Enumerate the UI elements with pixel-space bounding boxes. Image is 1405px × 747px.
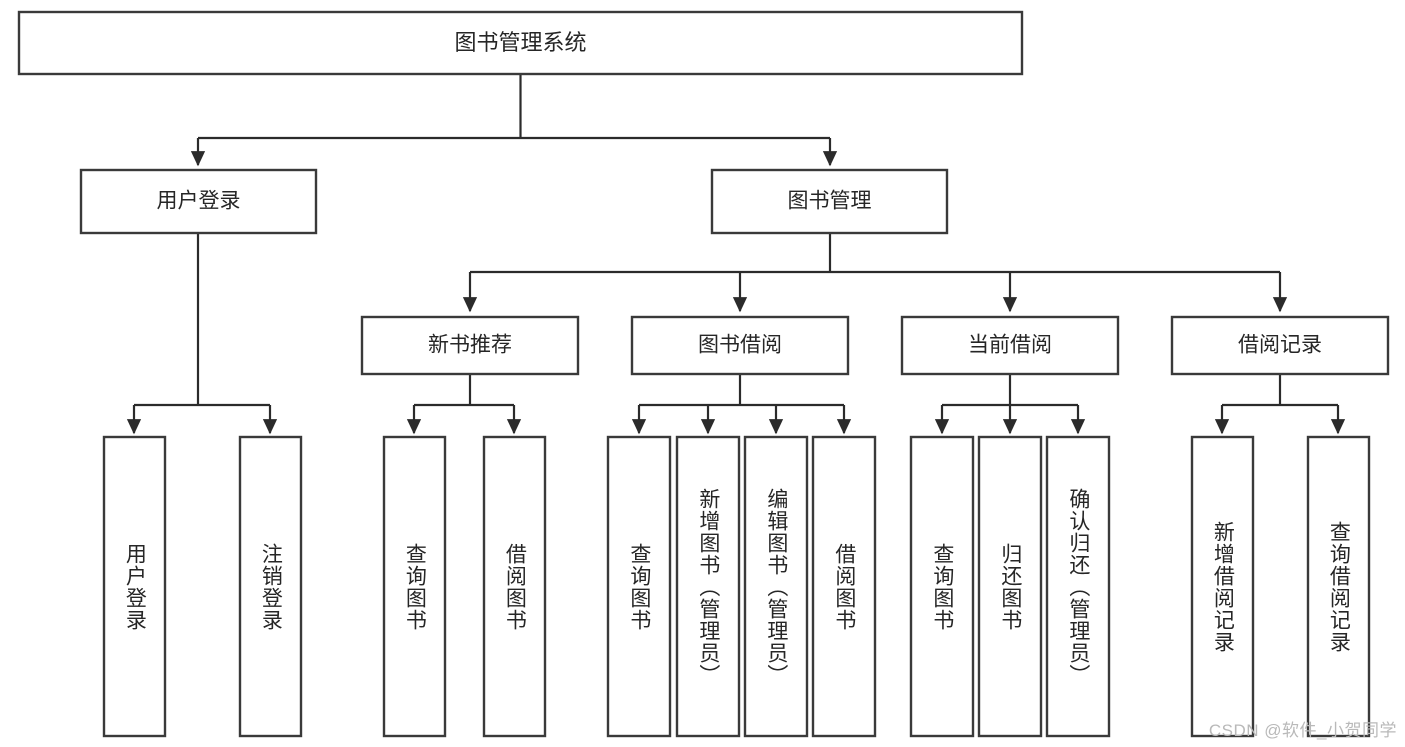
leaf-current-borrow-0-box[interactable] <box>909 435 975 738</box>
node-current-borrow[interactable]: 当前借阅 <box>900 315 1120 376</box>
node-new-book-recommend[interactable]: 新书推荐 <box>360 315 580 376</box>
connector-group-current-borrow-to-leaves <box>934 374 1086 435</box>
node-new-book-recommend-label: 新书推荐 <box>428 334 512 357</box>
leaf-node[interactable] <box>606 435 672 738</box>
node-root[interactable]: 图书管理系统 <box>17 10 1024 76</box>
connector-group-book-manage-to-level3 <box>462 233 1288 313</box>
node-book-borrow-box[interactable] <box>630 315 850 376</box>
node-current-borrow-box[interactable] <box>900 315 1120 376</box>
leaf-node[interactable] <box>1306 435 1371 738</box>
leaf-node[interactable] <box>238 435 303 738</box>
node-book-borrow[interactable]: 图书借阅 <box>630 315 850 376</box>
node-user-login[interactable]: 用户登录 <box>79 168 318 235</box>
connector-group-root-to-level2 <box>190 74 838 167</box>
node-borrow-record-box[interactable] <box>1170 315 1390 376</box>
leaf-user-login-0-box[interactable] <box>102 435 167 738</box>
leaf-node[interactable] <box>743 435 809 738</box>
leaf-borrow-record-1-box[interactable] <box>1306 435 1371 738</box>
node-book-manage[interactable]: 图书管理 <box>710 168 949 235</box>
node-current-borrow-label: 当前借阅 <box>968 334 1052 357</box>
connector-group-user-login-to-leaves <box>126 233 278 435</box>
node-book-manage-label: 图书管理 <box>788 190 872 213</box>
node-book-borrow-label: 图书借阅 <box>698 334 782 357</box>
leaf-book-borrow-1-box[interactable] <box>675 435 741 738</box>
leaf-node[interactable] <box>482 435 547 738</box>
leaf-current-borrow-1-box[interactable] <box>977 435 1043 738</box>
leaf-node[interactable] <box>1045 435 1111 738</box>
leaf-node[interactable] <box>811 435 877 738</box>
leaf-node[interactable] <box>102 435 167 738</box>
node-borrow-record[interactable]: 借阅记录 <box>1170 315 1390 376</box>
leaf-new-book-recommend-0-box[interactable] <box>382 435 447 738</box>
leaf-book-borrow-2-box[interactable] <box>743 435 809 738</box>
leaf-new-book-recommend-1-box[interactable] <box>482 435 547 738</box>
leaf-node[interactable] <box>977 435 1043 738</box>
node-new-book-recommend-box[interactable] <box>360 315 580 376</box>
leaf-node[interactable] <box>675 435 741 738</box>
leaf-node[interactable] <box>382 435 447 738</box>
connector-group-new-book-recommend-to-leaves <box>406 374 522 435</box>
leaf-node[interactable] <box>1190 435 1255 738</box>
connector-group-borrow-record-to-leaves <box>1214 374 1346 435</box>
leaf-book-borrow-3-box[interactable] <box>811 435 877 738</box>
node-root-label: 图书管理系统 <box>454 30 586 55</box>
leaf-node[interactable] <box>909 435 975 738</box>
leaf-user-login-1-box[interactable] <box>238 435 303 738</box>
node-book-manage-box[interactable] <box>710 168 949 235</box>
node-root-box[interactable] <box>17 10 1024 76</box>
leaf-borrow-record-0-box[interactable] <box>1190 435 1255 738</box>
node-borrow-record-label: 借阅记录 <box>1238 334 1322 357</box>
leaf-book-borrow-0-box[interactable] <box>606 435 672 738</box>
node-user-login-box[interactable] <box>79 168 318 235</box>
node-user-login-label: 用户登录 <box>157 190 241 213</box>
leaf-current-borrow-2-box[interactable] <box>1045 435 1111 738</box>
connector-group-book-borrow-to-leaves <box>631 374 852 435</box>
